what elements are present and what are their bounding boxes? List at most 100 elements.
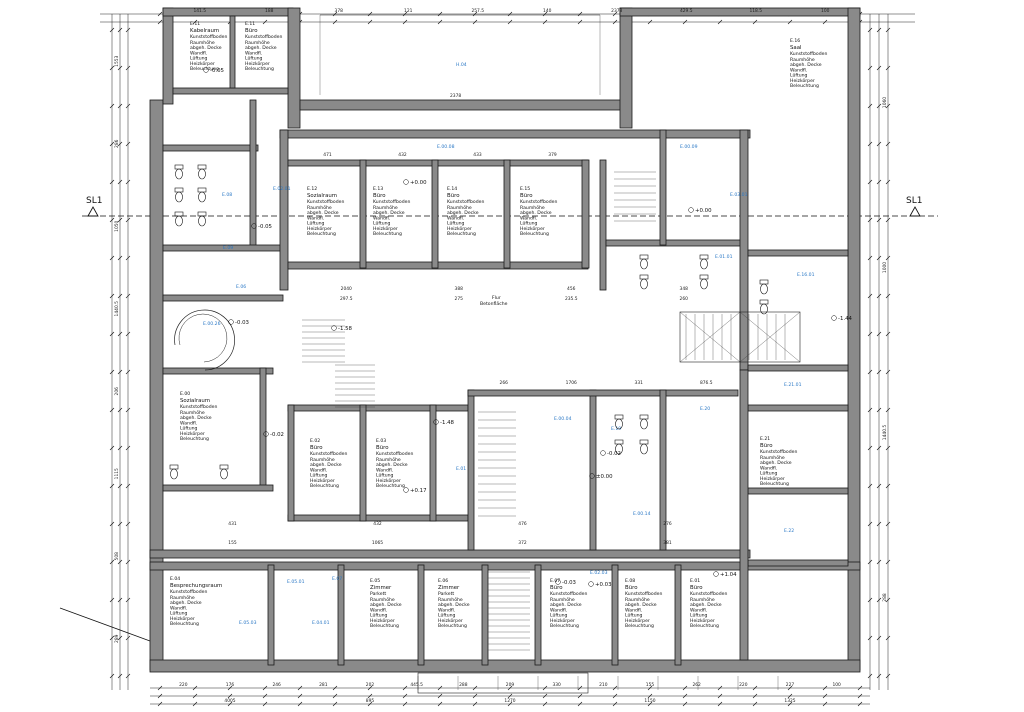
room-attribute: Raumhöhe <box>310 457 335 463</box>
room-attribute: Beleuchtung <box>760 481 789 487</box>
room-attribute: Beleuchtung <box>310 483 339 489</box>
room-attribute: Raumhöhe <box>190 40 215 46</box>
room-attribute: Heizkörper <box>625 618 650 624</box>
level-value: -0.02 <box>607 451 621 457</box>
room-attribute: Raumhöhe <box>373 205 398 211</box>
room-attribute: Heizkörper <box>370 618 395 624</box>
dim-left: 286 <box>114 139 120 148</box>
room-attribute: Lüftung <box>690 613 708 619</box>
dim-left: 1440.5 <box>114 301 120 317</box>
level-value: +0.00 <box>410 180 427 186</box>
dim-bottom: 246 <box>272 682 281 688</box>
room-attribute: abgeh. Decke <box>307 210 339 216</box>
room-attribute: Lüftung <box>310 473 328 479</box>
blue-room-label: E.05.01 <box>287 579 305 585</box>
level-value: +1.04 <box>720 572 737 578</box>
room-id: E.21 <box>760 436 770 442</box>
room-name: Zimmer <box>438 585 460 591</box>
room-attribute: Wandfl. <box>438 607 455 613</box>
room-attribute: Heizkörper <box>376 478 401 484</box>
level-marker: +0.00 <box>403 179 427 186</box>
dim-bottom-total: 895 <box>366 698 375 704</box>
dim-bottom: 176 <box>226 682 235 688</box>
dim-top: 2378 <box>611 8 622 14</box>
level-value: -0.02 <box>270 432 284 438</box>
section-marker-right: SL1 <box>906 196 922 206</box>
room-attribute: Heizkörper <box>373 226 398 232</box>
room-attribute: abgeh. Decke <box>376 462 408 468</box>
room-attribute: Raumhöhe <box>520 205 545 211</box>
room-attribute: Heizkörper <box>307 226 332 232</box>
room-id: E.15 <box>520 186 530 192</box>
blue-room-label: E.04.01 <box>312 620 330 626</box>
room-attribute: Heizkörper <box>245 61 270 67</box>
room-name: Büro <box>760 443 773 449</box>
room-id: E.11 <box>190 21 200 27</box>
room-floor: Kunststoffboden <box>690 591 727 597</box>
corridor-floor: Betonfläche <box>480 301 508 307</box>
blue-room-label: E.20 <box>700 406 710 412</box>
dim-top: 118.5 <box>749 8 762 14</box>
room-attribute: Wandfl. <box>447 215 464 221</box>
room-name: Büro <box>447 193 460 199</box>
dim-bottom: 209 <box>506 682 515 688</box>
room-name: Sozialraum <box>307 193 337 199</box>
room-name: Büro <box>373 193 386 199</box>
level-marker: -0.03 <box>555 579 576 586</box>
level-value: -1.44 <box>838 316 853 322</box>
room-attribute: Raumhöhe <box>447 205 472 211</box>
dim-bottom-total: 1270 <box>504 698 515 704</box>
room-attribute: Raumhöhe <box>245 40 270 46</box>
section-marker-left: SL1 <box>86 196 102 206</box>
blue-room-label: E.01.01 <box>715 254 733 260</box>
wc-icon <box>699 274 709 290</box>
room-id: E.02 <box>310 438 320 444</box>
dim-left: 1553 <box>114 55 120 66</box>
room-attribute: abgeh. Decke <box>190 45 222 51</box>
dim-inner: 379 <box>548 152 557 158</box>
level-marker: +0.17 <box>403 487 427 494</box>
level-markers: -0.05-0.03+0.00-1.58-0.02+0.17-1.44-0.03… <box>203 67 853 588</box>
room-attribute: Heizkörper <box>760 476 785 482</box>
dim-inner: 476 <box>518 521 527 527</box>
room-floor: Kunststoffboden <box>760 449 797 455</box>
room-name: Sozialraum <box>180 398 210 404</box>
room-attribute: Beleuchtung <box>790 83 819 89</box>
dim-bottom: 330 <box>552 682 561 688</box>
room-attribute: Beleuchtung <box>245 66 274 72</box>
room-attribute: Lüftung <box>447 221 465 227</box>
dim-inner: 433 <box>473 152 482 158</box>
room-name: Büro <box>520 193 533 199</box>
wc-icon <box>759 299 769 315</box>
room-floor: Parkett <box>438 591 454 597</box>
dim-inner: 432 <box>373 521 382 527</box>
room-floor: Kunststoffboden <box>373 199 410 205</box>
dim-bottom: 288 <box>459 682 468 688</box>
room-floor: Kunststoffboden <box>376 451 413 457</box>
blue-room-label: E.16.01 <box>797 272 815 278</box>
level-value: -1.58 <box>338 326 353 332</box>
dim-left: 1115 <box>114 468 120 479</box>
dim-inner: 297.5 <box>340 296 353 302</box>
dim-inner: 431 <box>228 521 237 527</box>
room-attribute: Raumhöhe <box>307 205 332 211</box>
room-attribute: Lüftung <box>190 56 208 62</box>
wc-icon <box>699 254 709 270</box>
blue-room-label: E.07 <box>332 576 342 582</box>
dim-bottom: 262 <box>692 682 701 688</box>
blue-room-label: E.00.04 <box>554 416 572 422</box>
dim-inner: 276 <box>663 521 672 527</box>
room-id: E.16 <box>790 38 800 44</box>
dim-bottom: 210 <box>599 682 608 688</box>
room-attribute: Lüftung <box>790 73 808 79</box>
dim-top: 188 <box>265 8 274 14</box>
blue-room-label: E.02.01 <box>273 186 291 192</box>
level-value: -0.03 <box>235 320 249 326</box>
room-floor: Kunststoffboden <box>310 451 347 457</box>
blue-room-label: E.01 <box>456 466 466 472</box>
